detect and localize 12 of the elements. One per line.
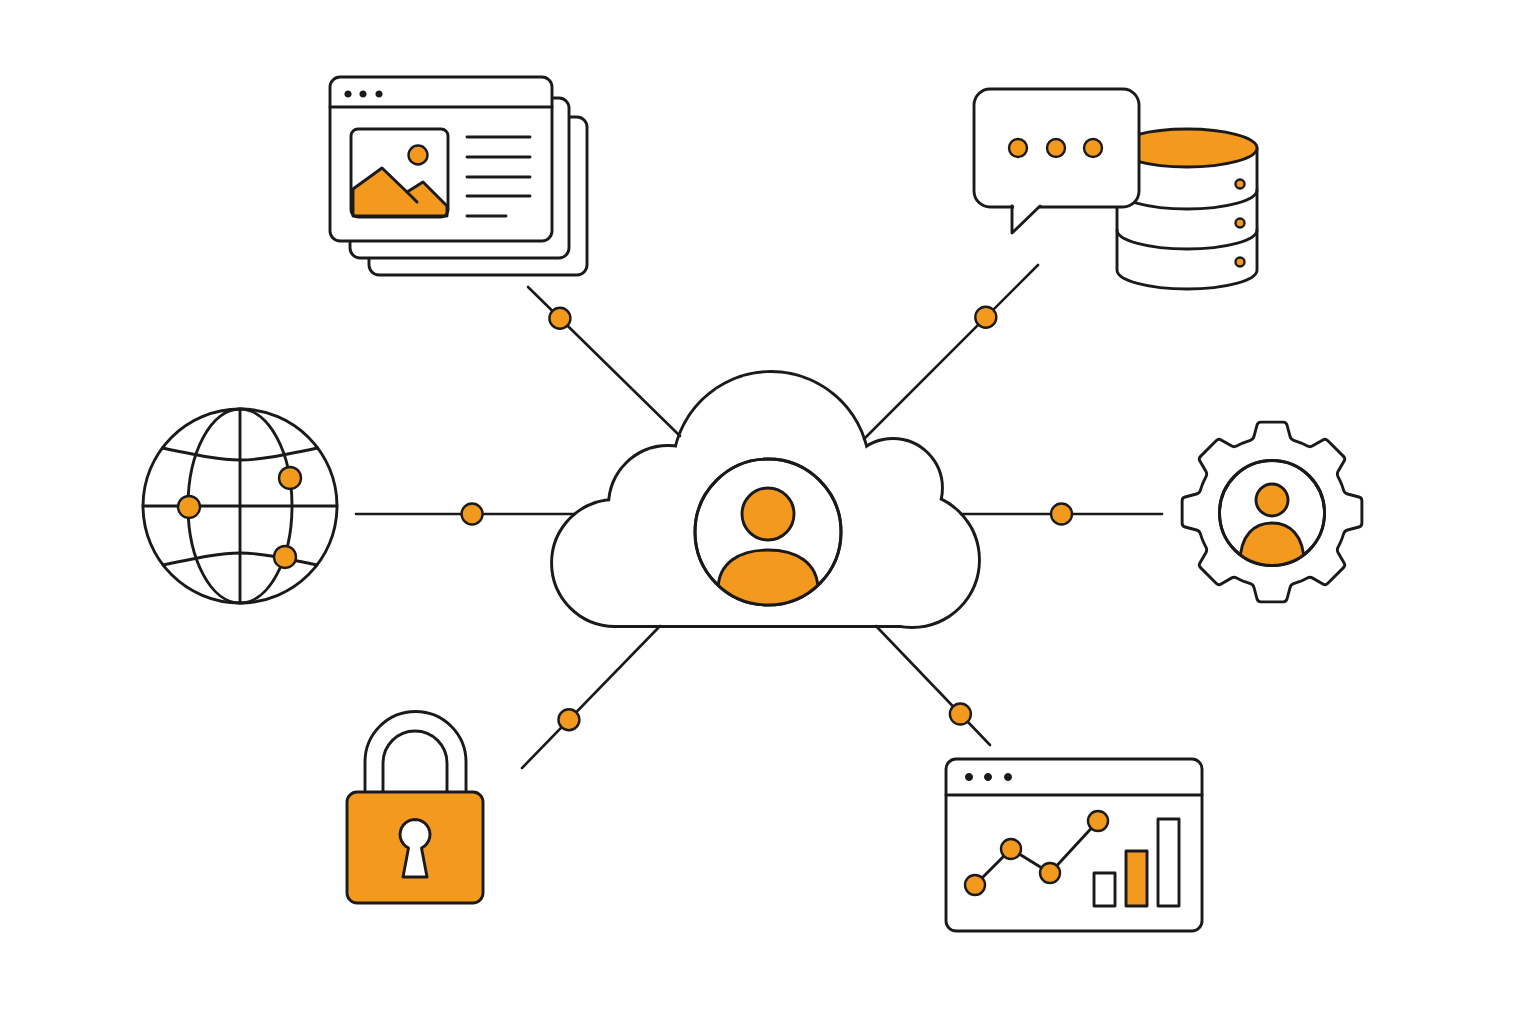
connector-line	[862, 263, 1040, 441]
connector-line	[874, 624, 992, 747]
connector-line	[520, 624, 662, 770]
padlock-icon	[345, 710, 485, 905]
connector-line	[354, 512, 577, 516]
chat-database-icon	[972, 87, 1259, 291]
globe-icon	[141, 407, 339, 605]
user-gear-icon	[1180, 420, 1364, 604]
chart-window-icon	[944, 757, 1204, 933]
connector-line	[526, 285, 682, 438]
connector-line	[959, 512, 1164, 516]
web-page-icon	[328, 75, 589, 277]
